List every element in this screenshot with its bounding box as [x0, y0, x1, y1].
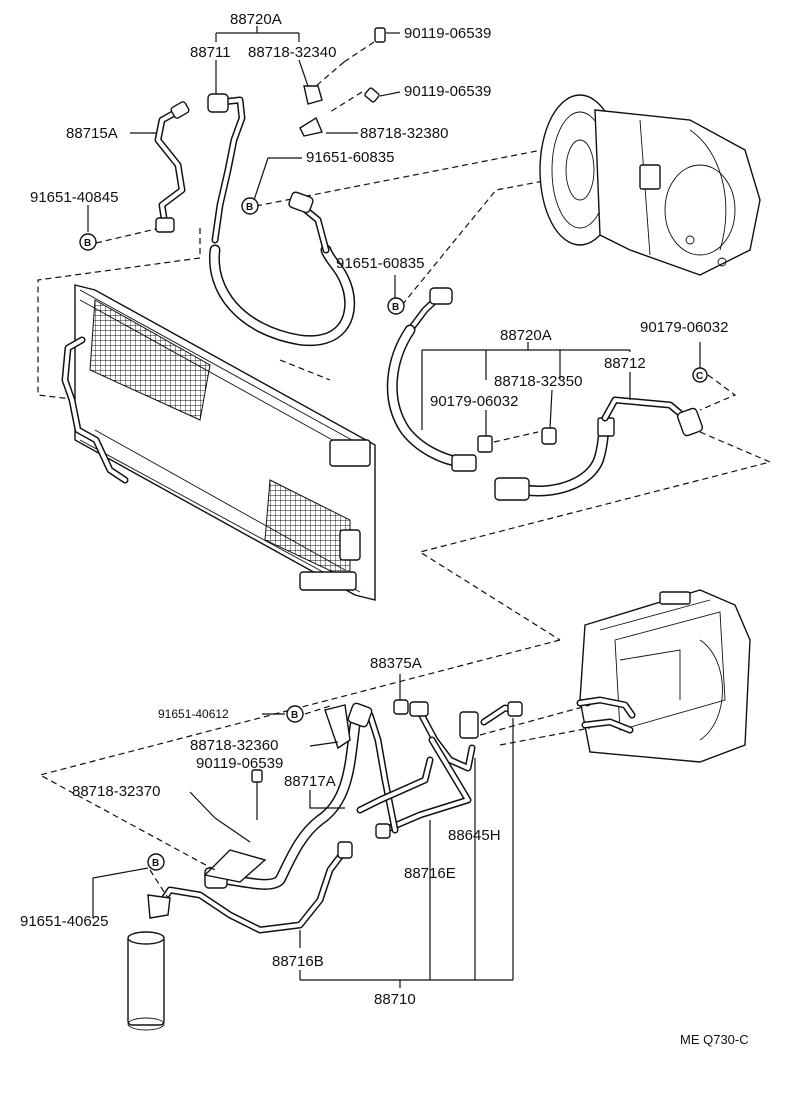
part-label-88716B: 88716B — [272, 953, 324, 970]
part-label-91651-40612: 91651-40612 — [158, 707, 229, 721]
part-label-88645H: 88645H — [448, 827, 501, 844]
hose-88711 — [207, 93, 356, 347]
part-label-90119-06539-a: 90119-06539 — [404, 25, 491, 42]
dashed-lines-bottom — [38, 639, 591, 899]
part-label-88715A: 88715A — [66, 125, 118, 142]
part-label-88718-32350: 88718-32350 — [494, 373, 582, 390]
part-label-88710: 88710 — [374, 991, 416, 1008]
clip-icon — [541, 427, 557, 445]
part-label-88717A: 88717A — [284, 773, 336, 790]
bolt-icon — [364, 87, 380, 103]
part-label-91651-40845: 91651-40845 — [30, 189, 118, 206]
part-label-88718-32380: 88718-32380 — [360, 125, 448, 142]
clip-icon — [299, 116, 323, 137]
leader-lines-top — [87, 26, 401, 298]
part-label-91651-60835-a: 91651-60835 — [306, 149, 394, 166]
part-labels: 88720A 88711 88718-32340 90119-06539 901… — [20, 11, 749, 1047]
svg-text:B: B — [291, 710, 298, 721]
part-label-88375A: 88375A — [370, 655, 422, 672]
part-label-88720A-top: 88720A — [230, 11, 282, 28]
bolt-marker-b-icon: B — [241, 197, 259, 215]
bolt-marker-b-icon: B — [147, 853, 165, 871]
part-label-91651-60835-b: 91651-60835 — [336, 255, 424, 272]
svg-text:B: B — [392, 302, 399, 313]
reference-code: ME Q730-C — [680, 1032, 749, 1047]
part-label-90119-06539-c: 90119-06539 — [196, 755, 283, 772]
svg-text:C: C — [696, 371, 703, 382]
dashed-lines-mid — [418, 374, 772, 641]
pipe-88715A — [154, 101, 190, 233]
hose-88720A-mid — [386, 287, 708, 501]
part-label-88712: 88712 — [604, 355, 646, 372]
bolt-marker-b-icon: B — [79, 233, 97, 251]
part-label-88718-32340: 88718-32340 — [248, 44, 336, 61]
nut-marker-c-icon: C — [696, 371, 703, 382]
svg-text:B: B — [84, 238, 91, 249]
bolt-marker-b-icon: B — [286, 705, 304, 723]
bolt-markers: B B B B B C — [79, 197, 703, 871]
part-label-91651-40625: 91651-40625 — [20, 913, 108, 930]
part-label-88718-32360: 88718-32360 — [190, 737, 278, 754]
part-label-88716E: 88716E — [404, 865, 456, 882]
part-label-88718-32370: 88718-32370 — [72, 783, 160, 800]
part-label-88711: 88711 — [190, 44, 231, 61]
bottom-pipes — [156, 699, 523, 934]
bolt-icon — [374, 27, 386, 43]
part-label-88720A-mid: 88720A — [500, 327, 552, 344]
part-label-90119-06539-b: 90119-06539 — [404, 83, 491, 100]
receiver-dryer — [127, 894, 171, 1031]
fasteners-top — [299, 27, 386, 137]
condenser — [61, 284, 376, 601]
compressor — [539, 94, 761, 276]
dashed-lines-top — [37, 41, 561, 401]
evaporator-unit — [576, 589, 751, 763]
svg-text:B: B — [246, 202, 253, 213]
svg-text:B: B — [152, 858, 159, 869]
bolt-marker-b-icon: B — [387, 297, 405, 315]
leader-lines-bottom — [92, 674, 514, 988]
part-label-90179-06032-b: 90179-06032 — [430, 393, 518, 410]
nut-icon — [477, 435, 493, 453]
cap-icon — [393, 699, 409, 715]
clip-icon — [303, 85, 323, 105]
leader-lines-mid — [421, 342, 701, 436]
part-label-90179-06032-a: 90179-06032 — [640, 319, 728, 336]
